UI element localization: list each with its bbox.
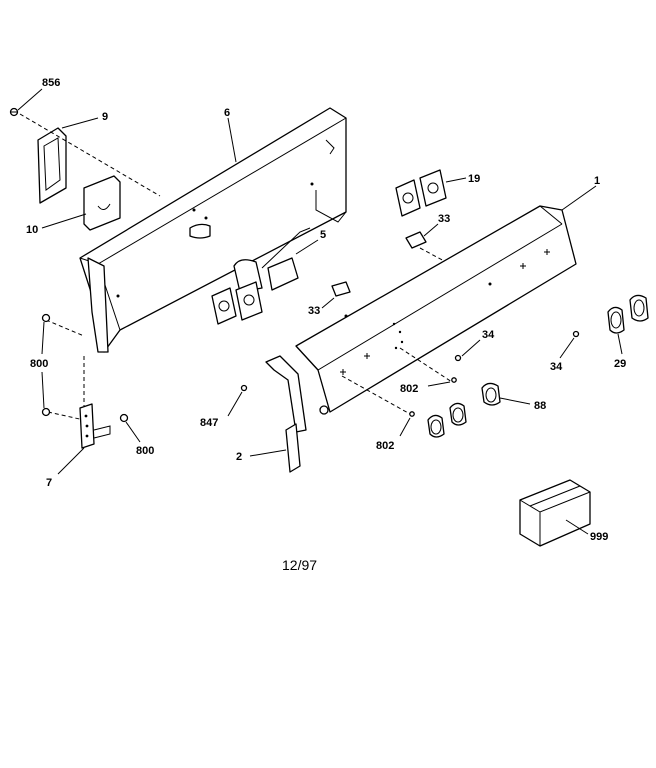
- label-33-lower: 33: [308, 305, 320, 317]
- label-9: 9: [102, 111, 108, 123]
- assembly-line-left-lower: [47, 411, 85, 421]
- part-847-screw: [227, 384, 248, 417]
- label-802-upper: 802: [400, 383, 418, 395]
- label-19: 19: [468, 173, 480, 185]
- part-6-backguard: [79, 107, 347, 353]
- part-2-end-trim: [249, 355, 307, 473]
- part-999-box: [519, 479, 591, 547]
- part-802-screw-upper: [427, 377, 457, 387]
- diagram-date: 12/97: [282, 557, 317, 573]
- part-34-screw-center: [454, 339, 481, 362]
- label-800-right: 800: [136, 445, 154, 457]
- part-856-screw: [9, 88, 43, 117]
- label-10: 10: [26, 224, 38, 236]
- label-847: 847: [200, 417, 218, 429]
- part-34-screw-right: [559, 330, 580, 359]
- part-802-screw-lower: [399, 411, 415, 437]
- label-5: 5: [320, 229, 326, 241]
- label-1: 1: [594, 175, 600, 187]
- label-800-left: 800: [30, 358, 48, 370]
- label-999: 999: [590, 531, 608, 543]
- label-34-right: 34: [550, 361, 563, 373]
- part-7-bracket: [57, 403, 111, 475]
- part-19-infinite-switch: [395, 169, 467, 217]
- label-34-center: 34: [482, 329, 495, 341]
- infinite-switch-pair-left: [211, 281, 263, 325]
- knob-pair-lower: [427, 402, 467, 438]
- label-7: 7: [46, 477, 52, 489]
- part-800-screw-upper: [41, 313, 51, 355]
- label-29: 29: [614, 358, 626, 370]
- part-88-knob: [481, 382, 531, 406]
- part-29-knobs: [607, 294, 649, 355]
- assembly-line-panel: [399, 347, 453, 383]
- part-33-switch-upper: [405, 223, 439, 249]
- label-88: 88: [534, 400, 546, 412]
- part-800-screw-right: [119, 413, 141, 443]
- assembly-line-switches: [419, 247, 447, 263]
- part-800-screw-lower: [41, 371, 51, 417]
- part-1-control-panel: [295, 185, 597, 415]
- part-33-switch-lower: [321, 281, 351, 309]
- assembly-line-bracket: [19, 113, 161, 197]
- label-33-upper: 33: [438, 213, 450, 225]
- label-802-lower: 802: [376, 440, 394, 452]
- label-2: 2: [236, 451, 242, 463]
- assembly-line-left: [45, 319, 85, 337]
- label-856: 856: [42, 77, 60, 89]
- part-9-end-bracket: [37, 117, 99, 204]
- part-10-bracket: [41, 175, 121, 231]
- label-6: 6: [224, 107, 230, 119]
- assembly-line-panel-lower: [341, 375, 411, 415]
